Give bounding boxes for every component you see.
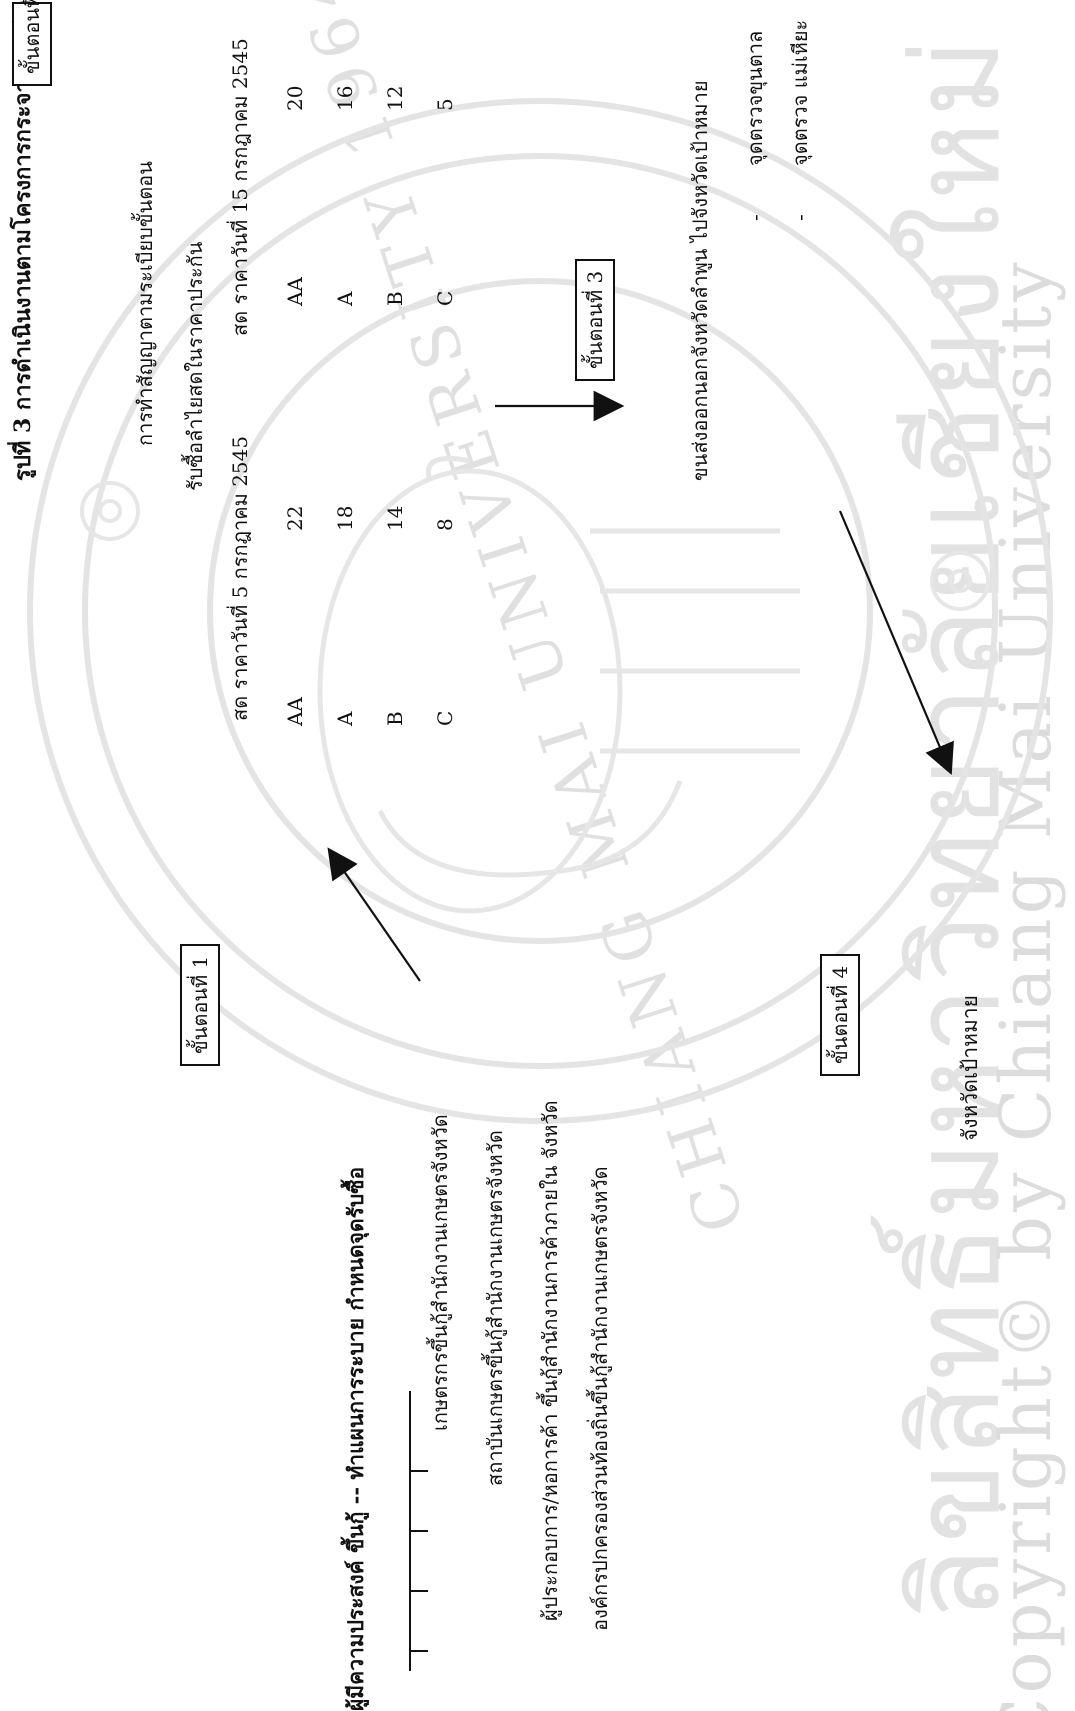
arrow-step1-to-prices [327, 847, 421, 982]
price-grade: C [433, 710, 457, 726]
price-grade: B [383, 711, 407, 726]
contract-line-1: การทำสัญญาตามระเบียบขั้นตอน [133, 161, 157, 446]
price-grade: A [333, 711, 357, 726]
price-grade: B [383, 291, 407, 306]
watermark-seal [27, 98, 1053, 1124]
price-value: 16 [333, 85, 357, 111]
watermark-elephant [317, 456, 800, 914]
flow-arrows [327, 390, 954, 982]
checkpoint-label: จุดตรวจขุนตาล [743, 30, 767, 166]
step-1-box: ขั้นตอนที่ 1 [180, 943, 220, 1066]
price-value: 22 [283, 505, 307, 531]
stakeholder-item: สถาบันเกษตรขึ้นกู้สำนักงานเกษตรจังหวัด [483, 1130, 507, 1486]
stakeholder-item: องค์กรปกครองส่วนท้องถิ่นขึ้นกู้สำนักงานเ… [588, 1166, 612, 1631]
stakeholder-connector [409, 1391, 428, 1671]
stakeholder-item: ผู้ประกอบการ/หอการค้า ขึ้นกู้สำนักงานการ… [538, 1100, 562, 1621]
arrow-transport-to-target [838, 510, 954, 776]
price-table-2-header: สด ราคาวันที่ 15 กรกฎาคม 2545 [228, 38, 252, 336]
step-2-box: ขั้นตอนที่ 2 [12, 0, 52, 86]
price-value: 18 [333, 505, 357, 531]
price-value: 20 [283, 85, 307, 111]
price-grade: A [333, 291, 357, 306]
price-value: 14 [383, 505, 407, 531]
price-table-1-header: สด ราคาวันที่ 5 กรกฎาคม 2545 [228, 435, 252, 721]
price-grade: AA [283, 697, 307, 726]
price-grade: AA [283, 277, 307, 306]
stakeholder-item: เกษตรกรขึ้นกู้สำนักงานเกษตรจังหวัด [428, 1114, 452, 1431]
price-grade: C [433, 290, 457, 306]
price-value: 5 [433, 98, 457, 111]
checkpoint-label: จุดตรวจ แม่เหียะ [788, 19, 812, 166]
transport-heading: ขนส่งออกนอกจังหวัดลำพูน ไปจังหวัดเป้าหมา… [688, 80, 712, 481]
target-province: จังหวัดเป้าหมาย [958, 995, 982, 1141]
checkpoint-bullet: - [743, 214, 767, 221]
step-4-box: ขั้นตอนที่ 4 [820, 953, 860, 1076]
price-value: 8 [433, 518, 457, 531]
price-value: 12 [383, 85, 407, 111]
step-3-box: ขั้นตอนที่ 3 [575, 258, 615, 381]
stakeholders-heading: ผู้มีความประสงค์ ขึ้นกู้ -- ทำแผนการระบา… [343, 1166, 368, 1711]
watermark-flowers [80, 481, 990, 611]
contract-line-2: รับซื้อลำไยสดในราคาประกัน [183, 241, 207, 491]
checkpoint-bullet: - [788, 214, 812, 221]
